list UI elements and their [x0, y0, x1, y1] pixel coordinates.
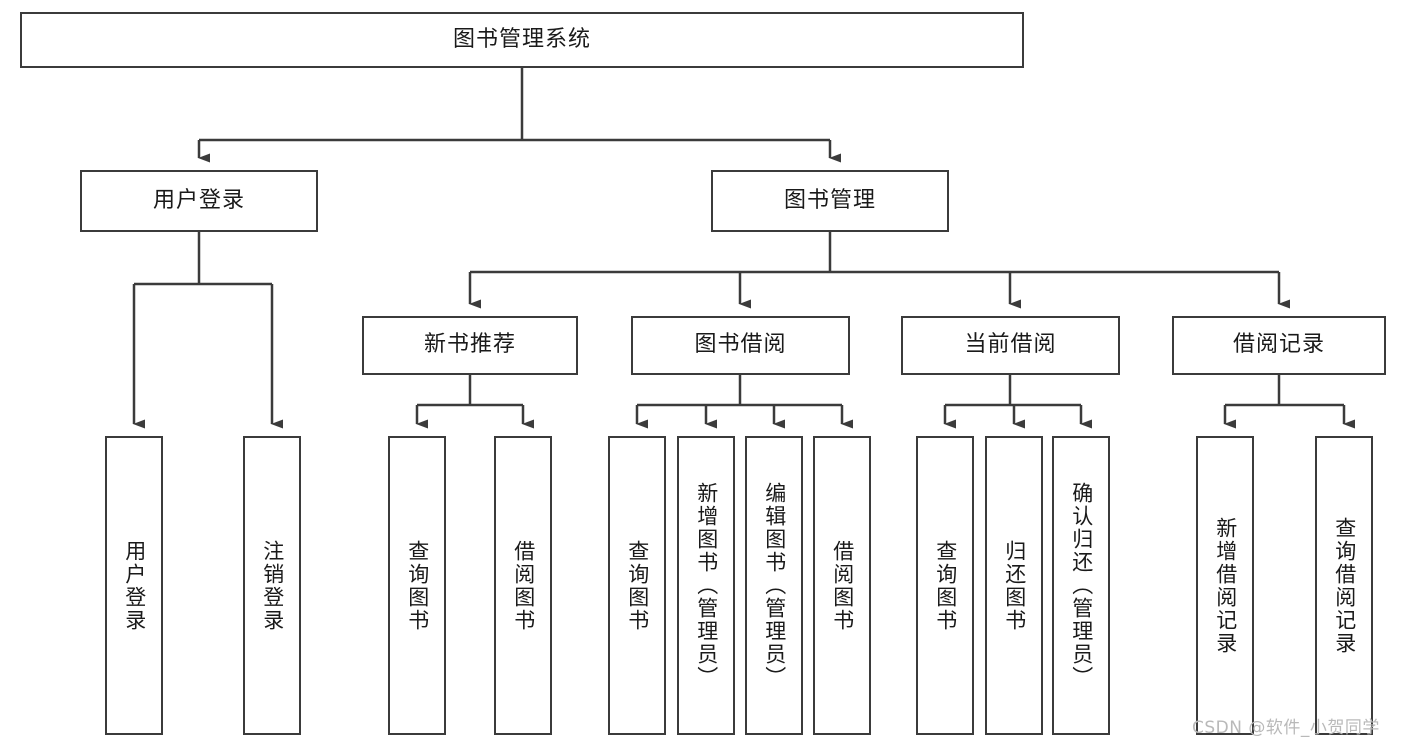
node-label: 新书推荐 [423, 332, 516, 358]
node-label: 查询图书 [405, 539, 430, 632]
node-label: 借阅图书 [511, 539, 536, 632]
leaf-record-query-record[interactable]: 查询借阅记录 [1315, 436, 1373, 735]
node-label: 用户登录 [152, 187, 245, 213]
node-label: 图书管理 [783, 187, 876, 213]
node-label: 编辑图书（管理员） [762, 482, 787, 689]
node-label: 查询图书 [625, 539, 650, 632]
node-label: 用户登录 [122, 539, 147, 632]
leaf-current-confirm-return[interactable]: 确认归还（管理员） [1052, 436, 1110, 735]
node-label: 新增图书（管理员） [694, 482, 719, 689]
watermark: CSDN @软件_小贺同学 [1192, 718, 1380, 738]
leaf-borrow-borrow-book[interactable]: 借阅图书 [813, 436, 871, 735]
node-book-management[interactable]: 图书管理 [711, 170, 949, 232]
node-label: 归还图书 [1002, 539, 1027, 632]
leaf-user-login-logout[interactable]: 注销登录 [243, 436, 301, 735]
node-label: 图书借阅 [694, 332, 787, 358]
leaf-recommend-borrow-book[interactable]: 借阅图书 [494, 436, 552, 735]
node-book-borrow[interactable]: 图书借阅 [631, 316, 850, 375]
leaf-current-return-book[interactable]: 归还图书 [985, 436, 1043, 735]
node-new-book-recommend[interactable]: 新书推荐 [362, 316, 578, 375]
node-label: 图书管理系统 [452, 26, 591, 52]
leaf-recommend-query-book[interactable]: 查询图书 [388, 436, 446, 735]
node-label: 确认归还（管理员） [1069, 482, 1094, 689]
leaf-user-login-login[interactable]: 用户登录 [105, 436, 163, 735]
node-label: 借阅图书 [830, 539, 855, 632]
leaf-record-add-record[interactable]: 新增借阅记录 [1196, 436, 1254, 735]
leaf-borrow-query-book[interactable]: 查询图书 [608, 436, 666, 735]
node-user-login[interactable]: 用户登录 [80, 170, 318, 232]
node-label: 注销登录 [260, 539, 285, 632]
node-label: 查询图书 [933, 539, 958, 632]
node-root[interactable]: 图书管理系统 [20, 12, 1024, 68]
node-label: 借阅记录 [1232, 332, 1325, 358]
leaf-borrow-edit-book[interactable]: 编辑图书（管理员） [745, 436, 803, 735]
leaf-borrow-add-book[interactable]: 新增图书（管理员） [677, 436, 735, 735]
node-label: 当前借阅 [964, 332, 1057, 358]
node-borrow-record[interactable]: 借阅记录 [1172, 316, 1386, 375]
node-label: 查询借阅记录 [1332, 516, 1357, 655]
node-current-borrow[interactable]: 当前借阅 [901, 316, 1120, 375]
node-label: 新增借阅记录 [1213, 516, 1238, 655]
leaf-current-query-book[interactable]: 查询图书 [916, 436, 974, 735]
